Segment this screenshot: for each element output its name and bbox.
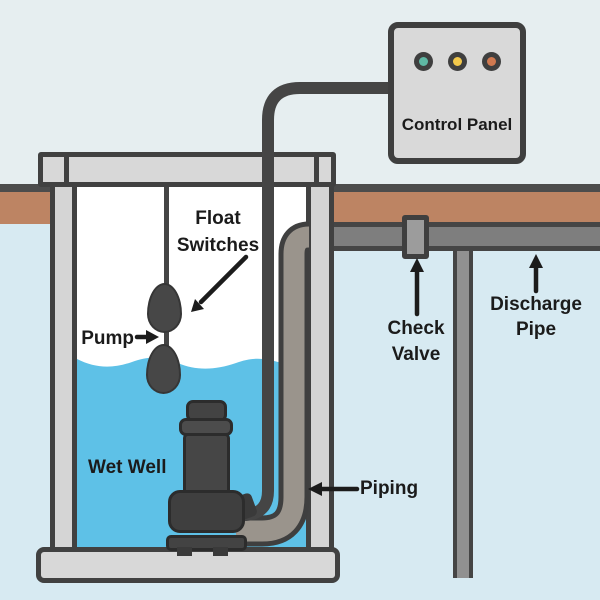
float-switch-cable [164,187,169,289]
float-switches-label: Float Switches [176,208,260,256]
float-switch-tether [164,328,169,350]
control-panel-label: Control Panel [401,115,513,134]
piping-label: Piping [360,478,419,499]
well-right-wall [306,185,334,549]
upper-float-switch [147,283,182,333]
lid-right-cap-divider [314,154,319,185]
discharge-drop-pipe [453,251,473,578]
yellow-light [447,52,467,71]
check-valve-label: Check Valve [387,318,445,365]
control-panel: Control Panel [388,22,526,164]
green-light [413,52,433,71]
pump-label: Pump [81,328,134,349]
indicator-lights [413,52,501,71]
well-base-plate [36,547,340,583]
discharge-pipe-label: Discharge Pipe [490,294,582,340]
well-lid [38,152,336,187]
well-left-wall [50,185,77,549]
pump-body [183,433,230,497]
orange-light [481,52,501,71]
wet-well-label: Wet Well [88,457,167,478]
pump-foot-right [213,547,228,556]
lower-float-switch [146,344,181,394]
discharge-pipe [306,222,600,251]
pump-foot-left [177,547,192,556]
lid-left-cap-divider [64,154,69,185]
pump-housing [168,490,245,533]
check-valve [402,215,429,259]
